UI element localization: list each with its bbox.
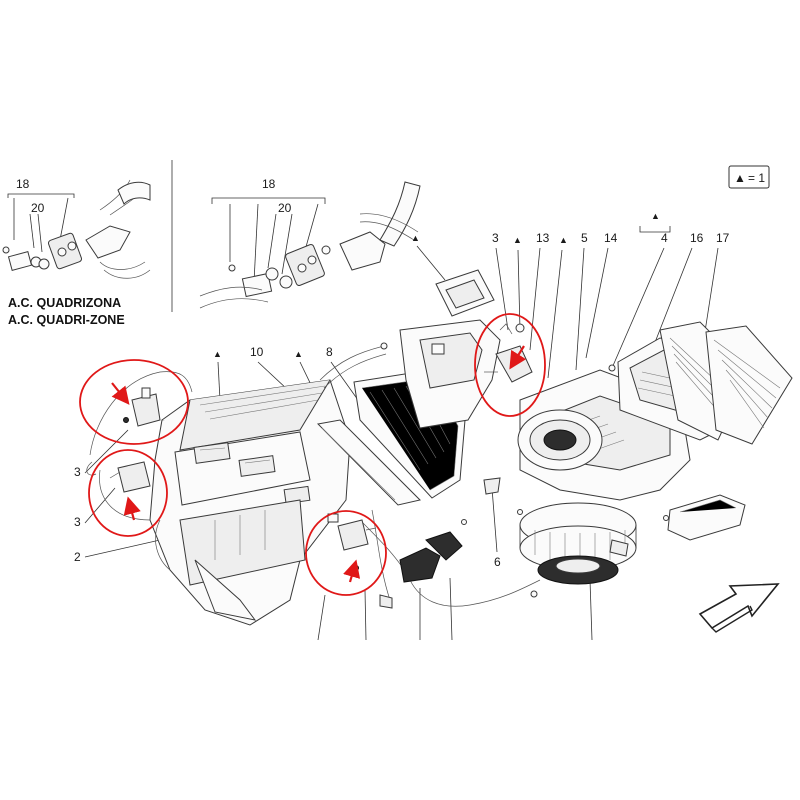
callout-4: 4	[661, 231, 668, 245]
heater-core-10	[316, 419, 421, 506]
callout-16: 16	[690, 231, 704, 245]
inset-caption-en: A.C. QUADRI-ZONE	[8, 313, 125, 327]
detail-expansion-valve	[199, 181, 421, 309]
callout-3-top: 3	[492, 231, 499, 245]
highlight-circle-top-right	[474, 313, 546, 417]
cabin-filter-17	[705, 325, 793, 445]
highlight-circle-lower-left	[88, 449, 168, 537]
refrigerant-pipes	[319, 342, 388, 389]
inset-label-20: 20	[31, 201, 45, 215]
callout-10: 10	[250, 345, 264, 359]
highlight-circle-upper-left	[79, 359, 189, 445]
control-module	[663, 494, 746, 541]
inset-label-18: 18	[16, 177, 30, 191]
upper-frame-13	[399, 319, 501, 429]
filter-bracket-top	[435, 269, 495, 317]
detail-label-20: 20	[278, 201, 292, 215]
callout-3-left-a: 3	[74, 465, 81, 479]
drain-grommet-6	[483, 477, 501, 495]
triangle-icon: ▲	[411, 233, 420, 243]
triangle-icon: ▲	[213, 349, 222, 359]
wiring-harness-left	[86, 371, 193, 521]
blower-fan-motor	[519, 502, 637, 585]
callout-17: 17	[716, 231, 730, 245]
detail-bracket-18	[211, 197, 326, 204]
triangle-icon: ▲	[559, 235, 568, 245]
triangle-icon: ▲	[294, 349, 303, 359]
triangle-icon: ▲	[651, 211, 660, 221]
callout-8: 8	[326, 345, 333, 359]
callout-6: 6	[494, 555, 501, 569]
blower-scroll	[517, 409, 603, 471]
inset-expansion-valve	[2, 179, 151, 279]
legend-text: = 1	[748, 171, 765, 185]
callout-2: 2	[74, 550, 81, 564]
detail-label-18: 18	[262, 177, 276, 191]
inset-bracket-18	[7, 193, 75, 198]
legend-box: ▲ = 1	[728, 165, 770, 189]
actuator-upper-left	[123, 387, 161, 427]
quadri-zone-inset: 18 20 A.C. QUADRIZONA A.C. QUADRI-ZONE	[2, 160, 173, 327]
callout-5: 5	[581, 231, 588, 245]
callout-14: 14	[604, 231, 618, 245]
wiring-harness-center	[359, 509, 541, 609]
red-arrow-top-right-icon	[509, 345, 527, 370]
callout-3-left-b: 3	[74, 515, 81, 529]
red-arrow-upper-left-icon	[111, 382, 130, 405]
valve-detail-group: 18 20	[199, 177, 421, 309]
highlight-circle-center	[305, 510, 387, 596]
highlight-overlays	[79, 313, 546, 596]
red-arrow-lower-left-icon	[123, 496, 141, 521]
actuator-lower-left	[109, 461, 151, 493]
actuator-center	[327, 513, 377, 571]
vehicle-forward-arrow-icon	[698, 583, 780, 633]
inset-caption-it: A.C. QUADRIZONA	[8, 296, 121, 310]
callout-13: 13	[536, 231, 550, 245]
legend-triangle-icon: ▲	[734, 171, 746, 185]
triangle-icon: ▲	[513, 235, 522, 245]
red-arrow-center-icon	[343, 559, 361, 583]
hvac-main-housing	[149, 379, 351, 626]
callout-labels: 3 ▲ 13 ▲ 5 14 ▲ 4 16 17 ▲ ▲ 10 ▲ 8 3 3 2…	[74, 211, 730, 569]
